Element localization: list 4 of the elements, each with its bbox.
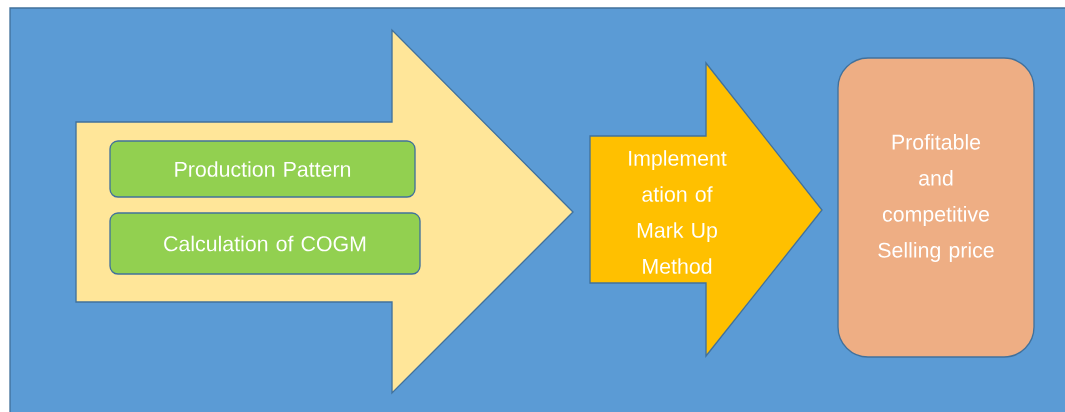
text-box: Profitable and competitive Selling price	[837, 57, 1035, 358]
arrow-box: Implement ation of Mark Up Method	[589, 61, 823, 358]
text-box: Calculation of COGM	[109, 212, 421, 275]
text-box: Production Pattern	[109, 140, 416, 198]
